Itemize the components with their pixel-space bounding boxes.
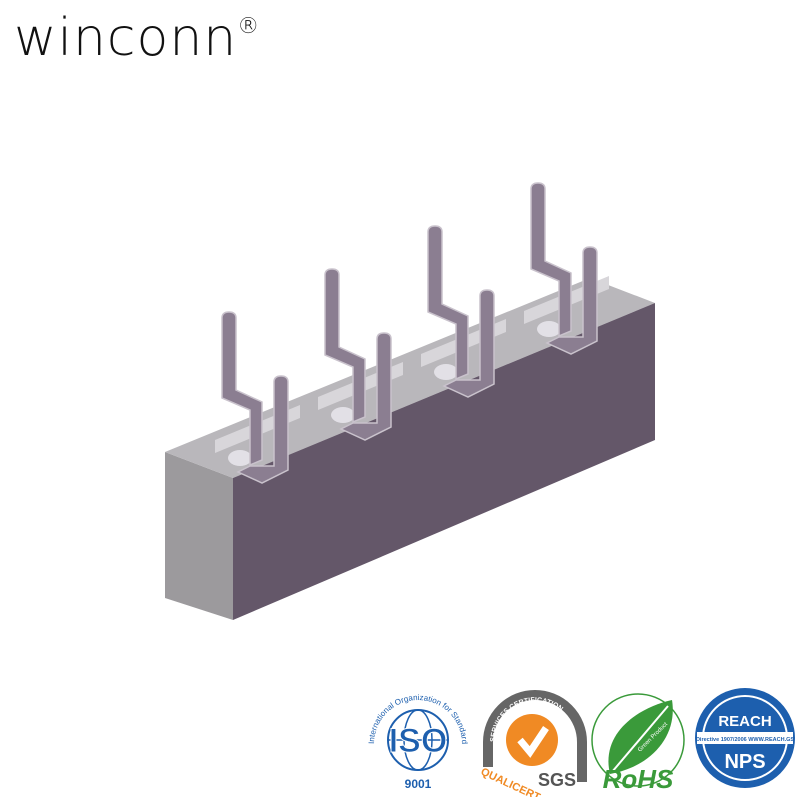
short-pin [339, 332, 392, 441]
pin-pair [215, 311, 300, 484]
short-pin [442, 289, 495, 398]
tall-pin [324, 268, 366, 424]
qualicert-text: QUALICERT [479, 766, 542, 797]
tall-pin [530, 182, 572, 338]
rohs-mark: RoHS [603, 764, 674, 794]
reach-nps-logo: REACH Directive 1907/2006 WWW.REACH.GS N… [695, 688, 795, 788]
body-front-face [233, 303, 655, 620]
reach-directive: Directive 1907/2006 WWW.REACH.GS [696, 737, 794, 743]
nps-mark: NPS [724, 751, 765, 773]
contact-cylinder [331, 407, 355, 423]
pin-pair [318, 268, 403, 441]
contact-cylinder [537, 321, 561, 337]
pin-pair [421, 225, 506, 398]
contact-cylinder [434, 364, 458, 380]
pin-pair [524, 182, 609, 355]
brand-logo: winconn® [14, 8, 260, 68]
short-pin [545, 246, 598, 355]
brand-name: winconn [14, 8, 238, 68]
connector-body [165, 278, 655, 620]
iso-mark: ISO [389, 722, 448, 760]
iso-number: 9001 [405, 777, 432, 791]
tall-pin [221, 311, 263, 467]
connector-render [165, 182, 655, 620]
short-pin [236, 375, 289, 484]
tall-pin [427, 225, 469, 381]
certification-logos: International Organization for Standardi… [360, 682, 795, 797]
contact-cylinder [228, 450, 252, 466]
rohs-logo: Green Product RoHS [591, 693, 685, 794]
registered-mark: ® [237, 14, 261, 39]
body-side-face [165, 452, 233, 620]
sgs-qualicert-logo: SERVICES CERTIFICATION QUALICERT SGS [479, 690, 587, 797]
sgs-mark: SGS [538, 770, 576, 790]
reach-title: REACH [718, 713, 771, 730]
iso-9001-logo: International Organization for Standardi… [360, 682, 469, 791]
